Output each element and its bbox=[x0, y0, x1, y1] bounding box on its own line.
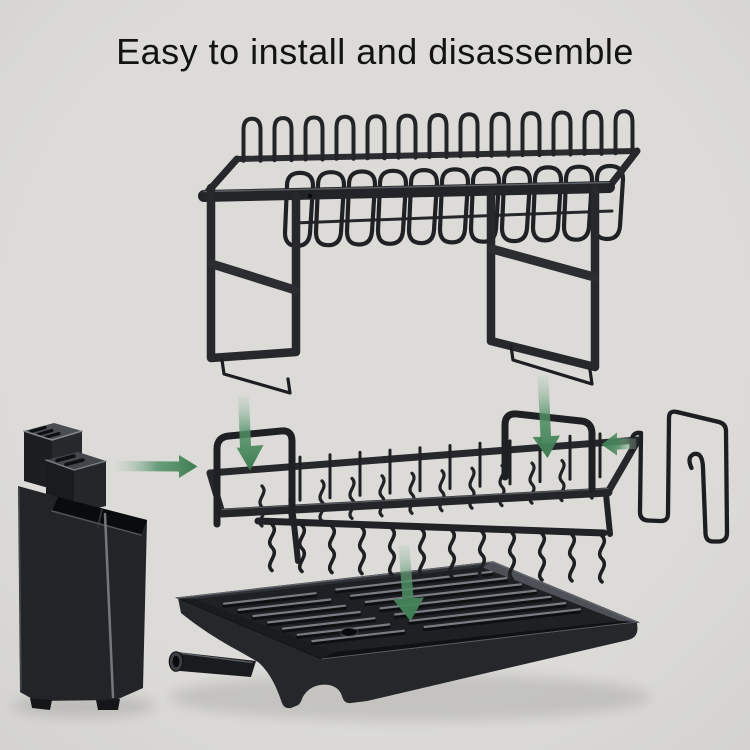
prong bbox=[427, 113, 449, 159]
basket-handle-left bbox=[213, 427, 296, 528]
bin-foot-left bbox=[30, 698, 52, 710]
top-tier-dish-rack bbox=[198, 109, 641, 395]
prong bbox=[551, 110, 573, 157]
wave-wire bbox=[597, 534, 607, 584]
prong-loop bbox=[347, 172, 375, 245]
towel-bar bbox=[220, 358, 292, 395]
leg-crossbar bbox=[487, 244, 599, 282]
prong-loop bbox=[440, 169, 468, 242]
block-edge-highlight bbox=[45, 459, 107, 471]
prong-loop bbox=[316, 172, 344, 245]
wave-wire bbox=[417, 527, 427, 578]
tray-inner-wall-left bbox=[178, 598, 334, 659]
prong bbox=[272, 116, 294, 163]
wave-wire bbox=[297, 523, 307, 574]
knife-slots bbox=[55, 454, 85, 467]
prong bbox=[241, 116, 263, 163]
assembly-arrow-down-center bbox=[393, 546, 424, 621]
knife-slots bbox=[29, 426, 61, 439]
rack-back-rail bbox=[234, 148, 640, 162]
bin-foot-right bbox=[96, 699, 120, 710]
prong bbox=[458, 112, 480, 159]
prong-loop bbox=[502, 168, 530, 241]
prong-loop bbox=[378, 171, 406, 244]
page-title: Easy to install and disassemble bbox=[116, 31, 634, 72]
bin-body bbox=[18, 486, 147, 701]
wave-wire bbox=[348, 476, 356, 521]
wave-wire bbox=[378, 474, 386, 518]
tray-front-edge-highlight bbox=[321, 621, 638, 660]
wave-wire bbox=[267, 522, 277, 573]
tray-rib-shadows bbox=[222, 572, 582, 646]
tray-edge-highlight bbox=[177, 561, 638, 623]
drain-hole bbox=[341, 628, 357, 636]
dish-prongs-front-row bbox=[285, 166, 623, 246]
bin-rim-highlight bbox=[51, 510, 142, 536]
spout-opening bbox=[172, 655, 180, 668]
assembly-arrow-down-right bbox=[532, 376, 560, 458]
basket-back-rim bbox=[206, 436, 642, 477]
wave-wire bbox=[387, 526, 397, 577]
prong bbox=[489, 111, 511, 158]
assembly-arrow-left bbox=[601, 432, 636, 456]
block-side-face bbox=[74, 461, 106, 514]
hook-wire bbox=[629, 409, 730, 544]
towel-bar bbox=[509, 344, 594, 386]
prong-loop bbox=[409, 170, 437, 243]
bin-left-edge bbox=[18, 487, 22, 691]
drain-spout bbox=[168, 651, 256, 677]
wave-wire bbox=[318, 479, 326, 523]
tray-inner-wall-back-right bbox=[481, 562, 637, 622]
assembly-arrows bbox=[116, 376, 636, 621]
prong bbox=[520, 111, 542, 158]
spout-highlight bbox=[181, 652, 253, 664]
basket-foot-right bbox=[603, 491, 613, 537]
drain-hole-rim bbox=[339, 626, 359, 638]
basket-front-rim bbox=[217, 487, 613, 518]
prong bbox=[303, 115, 325, 162]
block-front-face bbox=[24, 431, 52, 489]
wave-wire bbox=[537, 532, 547, 582]
prong bbox=[582, 109, 604, 156]
rack-leg-right bbox=[486, 184, 600, 386]
prong bbox=[396, 113, 418, 160]
assembly-arrow-right bbox=[116, 455, 198, 478]
tray-skirt bbox=[178, 598, 638, 709]
tray-ribs bbox=[223, 570, 581, 643]
wave-wire bbox=[357, 525, 367, 576]
basket-lower-rail bbox=[254, 517, 608, 537]
spout-body bbox=[171, 652, 256, 677]
bin-corner-highlight bbox=[103, 512, 115, 699]
prong-loop bbox=[564, 167, 592, 240]
side-hook bbox=[629, 409, 730, 544]
prong bbox=[613, 109, 635, 156]
cutlery-holder bbox=[18, 423, 147, 710]
rack-front-rail-highlight bbox=[203, 181, 610, 193]
rack-front-rail bbox=[198, 181, 615, 202]
prong-loop bbox=[533, 167, 561, 240]
prong bbox=[365, 114, 387, 161]
leg-frame bbox=[206, 183, 301, 363]
holder-bin bbox=[18, 486, 147, 710]
assembly-arrow-down-left bbox=[236, 396, 264, 471]
rail-screw-left bbox=[307, 193, 313, 199]
wave-wire bbox=[567, 533, 577, 583]
wave-wire bbox=[327, 524, 337, 575]
second-tier-basket bbox=[206, 410, 642, 584]
wave-wire bbox=[408, 471, 416, 515]
rack-leg-left bbox=[206, 183, 301, 395]
prong bbox=[334, 114, 356, 161]
leg-crossbar bbox=[207, 259, 300, 295]
rack-side-rail-right bbox=[605, 147, 641, 191]
basket-front-rim-highlight bbox=[221, 487, 609, 511]
block-edge-highlight bbox=[23, 430, 83, 441]
